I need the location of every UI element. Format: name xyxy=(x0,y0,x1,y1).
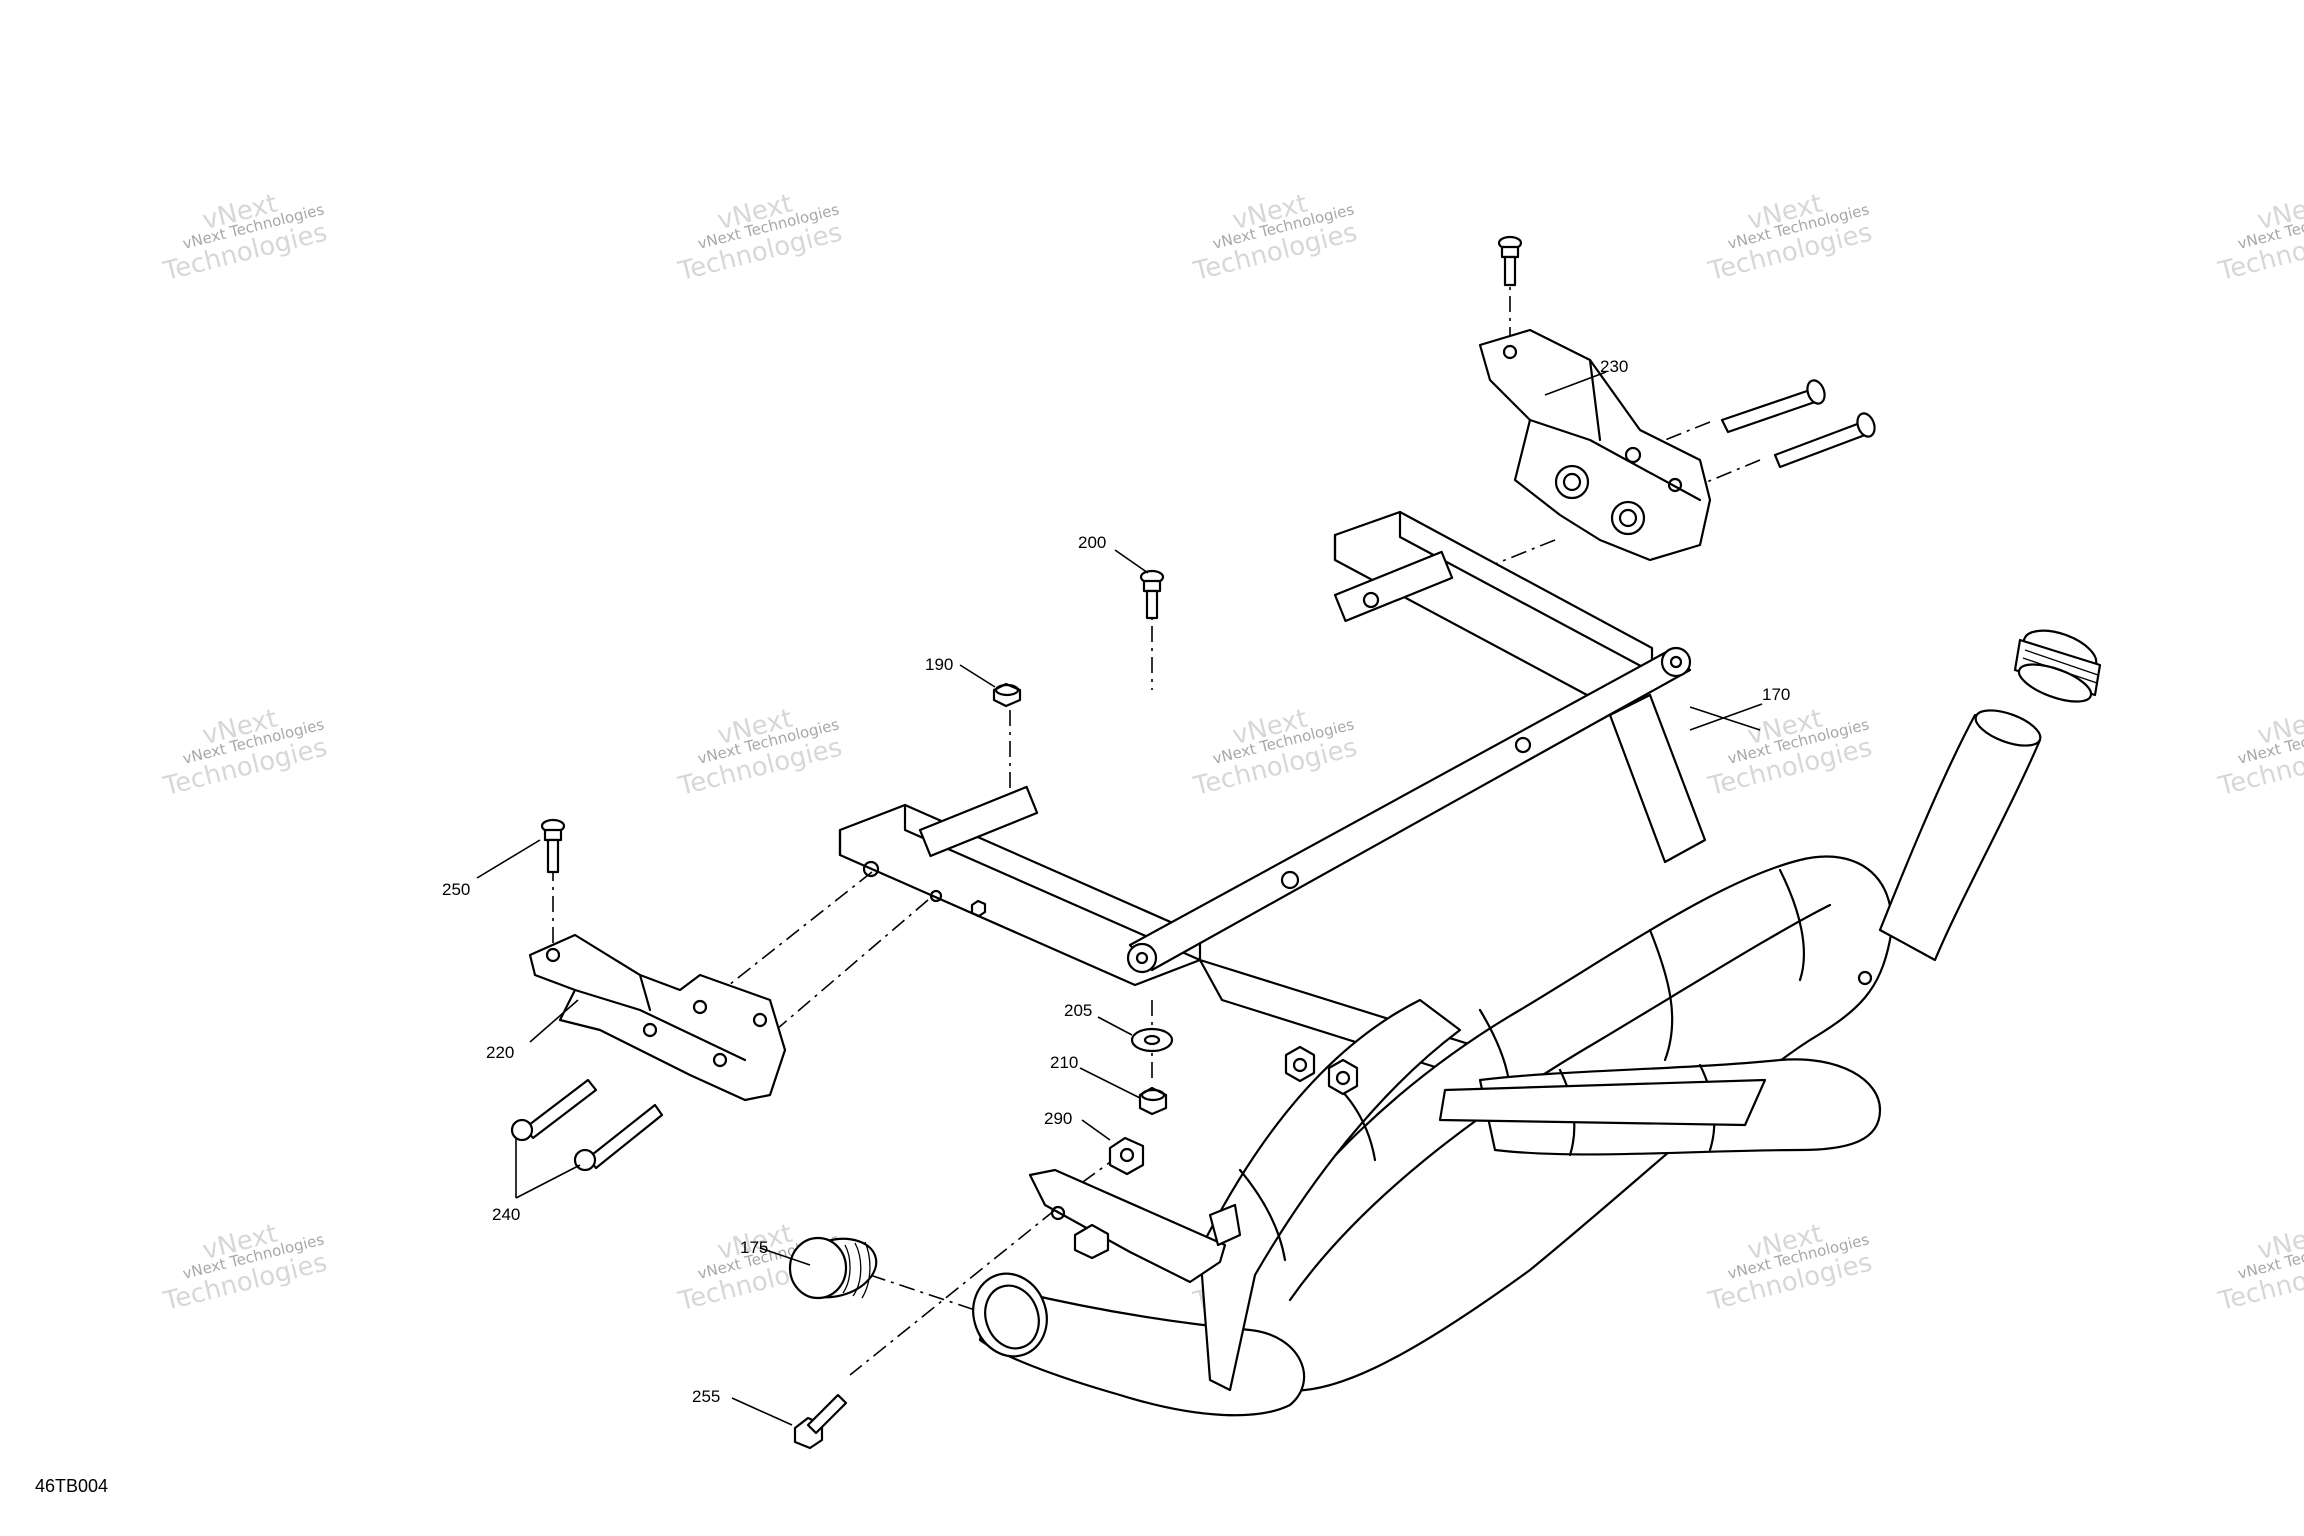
callout-175: 175 xyxy=(740,1238,768,1257)
watermark: vNext vNext Technologies Technologies xyxy=(160,189,330,288)
callout-255: 255 xyxy=(692,1387,720,1406)
leader-lines xyxy=(476,371,1763,1426)
bolt-255 xyxy=(793,1393,848,1450)
callout-labels: 170 175 190 200 205 210 220 230 240 250 … xyxy=(442,357,1790,1406)
callout-250: 250 xyxy=(442,880,470,899)
watermark: vNext vNext Technologies Technologies xyxy=(2215,1219,2304,1318)
bolt-pair-240 xyxy=(510,1078,664,1172)
drawing-reference: 46TB004 xyxy=(35,1476,108,1496)
bolt-top-230 xyxy=(1497,235,1523,287)
bolt-200 xyxy=(1139,569,1165,620)
callout-230: 230 xyxy=(1600,357,1628,376)
frame-studs xyxy=(1284,1045,1359,1096)
bracket-220 xyxy=(528,933,787,1102)
watermark: vNext vNext Technologies Technologies xyxy=(1705,704,1875,803)
watermark: vNext vNext Technologies Technologies xyxy=(2215,189,2304,288)
watermark: vNext vNext Technologies Technologies xyxy=(160,1219,330,1318)
nut-290 xyxy=(1108,1136,1145,1176)
callout-220: 220 xyxy=(486,1043,514,1062)
callout-290: 290 xyxy=(1044,1109,1072,1128)
watermark: vNext vNext Technologies Technologies xyxy=(1705,189,1875,288)
frame-assembly-170 xyxy=(838,510,2042,1417)
watermark: vNext vNext Technologies Technologies xyxy=(675,704,845,803)
callout-205: 205 xyxy=(1064,1001,1092,1020)
callout-170: 170 xyxy=(1762,685,1790,704)
watermark: vNext vNext Technologies Technologies xyxy=(1190,189,1360,288)
watermark: vNext vNext Technologies Technologies xyxy=(160,704,330,803)
callout-190: 190 xyxy=(925,655,953,674)
nut-210 xyxy=(1138,1086,1168,1116)
plug-175 xyxy=(788,1236,878,1300)
watermark: vNext vNext Technologies Technologies xyxy=(1705,1219,1875,1318)
bolt-pair-230 xyxy=(1720,379,1876,469)
watermark: vNext vNext Technologies Technologies xyxy=(2215,704,2304,803)
watermark: vNext vNext Technologies Technologies xyxy=(675,189,845,288)
callout-200: 200 xyxy=(1078,533,1106,552)
bolt-250 xyxy=(540,818,566,874)
washer-205 xyxy=(1130,1027,1174,1053)
nut-190 xyxy=(992,682,1022,708)
callout-240: 240 xyxy=(492,1205,520,1224)
callout-210: 210 xyxy=(1050,1053,1078,1072)
bracket-230 xyxy=(1478,328,1712,562)
watermark: vNext vNext Technologies Technologies xyxy=(1190,704,1360,803)
plug-top-right xyxy=(2013,629,2102,703)
front-plate-bracket xyxy=(1028,1168,1242,1284)
